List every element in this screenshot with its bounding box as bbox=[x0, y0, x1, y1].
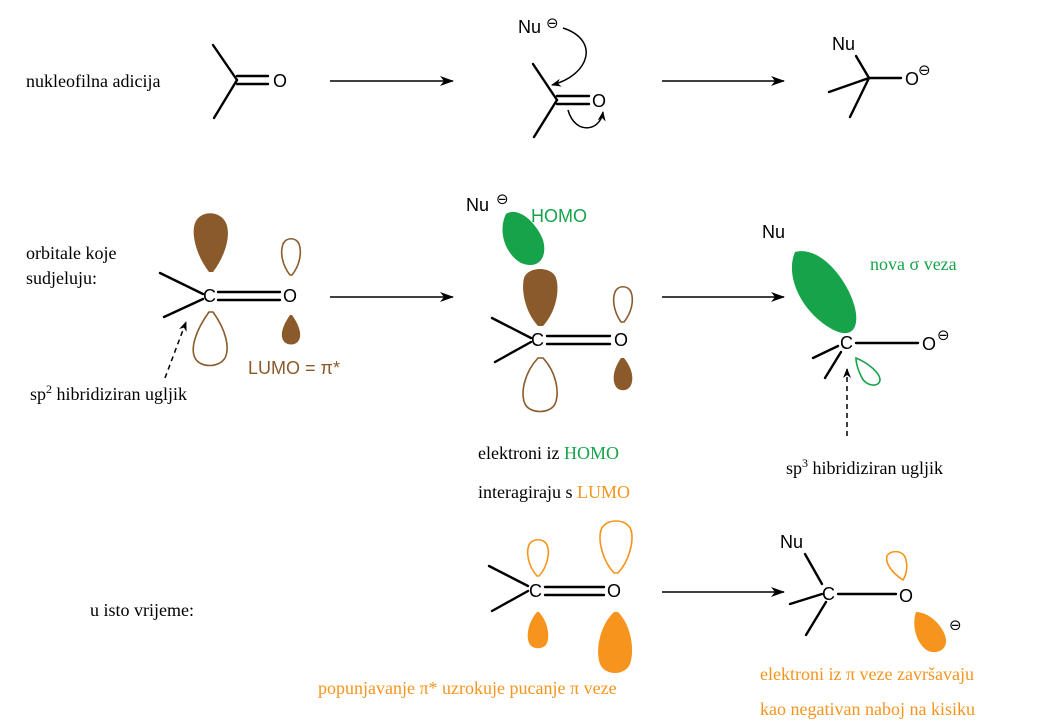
carbonyl-orbitals-left: C O bbox=[158, 213, 302, 367]
orbitals-label-line2: sudjeluju: bbox=[26, 268, 97, 288]
homo-lumo-interaction-structure: Nu ⊖ HOMO C O bbox=[466, 191, 634, 413]
homo-orbital bbox=[502, 211, 545, 266]
carbon-p-orbital-lower bbox=[192, 311, 228, 367]
carbon-p-orbital-lower bbox=[527, 612, 549, 649]
oxygen-p-orbital-upper bbox=[612, 285, 634, 323]
ketone-structure: O bbox=[211, 43, 287, 120]
carbon-p-orbital-upper bbox=[193, 213, 228, 272]
lumo-label: LUMO = π* bbox=[248, 358, 340, 378]
sp3-back-lobe bbox=[855, 356, 881, 386]
oxygen-atom: O bbox=[614, 330, 628, 350]
oxygen-atom: O bbox=[283, 286, 297, 306]
oxygen-atom: O bbox=[922, 334, 936, 354]
new-sigma-bond-label: nova σ veza bbox=[870, 254, 957, 274]
negative-charge: ⊖ bbox=[918, 62, 931, 79]
oxygen-p-orbital-lower bbox=[613, 358, 633, 391]
oxygen-p-orbital-lower bbox=[598, 612, 633, 673]
curly-arrow-bond-break bbox=[567, 109, 606, 129]
carbon-atom: C bbox=[531, 330, 544, 350]
nucleophile-label: Nu bbox=[780, 532, 803, 552]
carbon-atom: C bbox=[840, 333, 853, 353]
oxygen-atom: O bbox=[899, 586, 913, 606]
oxygen-atom: O bbox=[592, 91, 606, 111]
oxygen-upper-lobe bbox=[885, 550, 908, 582]
homo-label: HOMO bbox=[531, 206, 587, 226]
negative-charge: ⊖ bbox=[496, 191, 509, 208]
oxygen-atom: O bbox=[607, 581, 621, 601]
negative-charge: ⊖ bbox=[937, 327, 950, 344]
oxygen-p-orbital-lower bbox=[281, 315, 301, 345]
carbon-atom: C bbox=[203, 286, 216, 306]
new-sigma-orbital bbox=[791, 251, 857, 334]
filling-pi-caption: popunjavanje π* uzrokuje pucanje π veze bbox=[318, 678, 617, 698]
oxygen-charge-structure: Nu C O ⊖ bbox=[780, 532, 962, 653]
carbon-atom: C bbox=[529, 581, 542, 601]
same-time-label: u isto vrijeme: bbox=[90, 600, 194, 620]
oxygen-p-orbital-upper bbox=[280, 237, 302, 276]
interact-caption: interagiraju s LUMO bbox=[478, 482, 630, 502]
nucleophile-label: Nu bbox=[832, 34, 855, 54]
sp2-label: sp2 hibridiziran ugljik bbox=[30, 382, 187, 404]
oxygen-atom: O bbox=[273, 71, 287, 91]
sp3-label: sp3 hibridiziran ugljik bbox=[786, 456, 943, 478]
nucleophile-attack-structure: Nu ⊖ O bbox=[518, 15, 606, 139]
electrons-pi-caption-line1: elektroni iz π veze završavaju bbox=[760, 664, 974, 684]
negative-charge: ⊖ bbox=[546, 15, 559, 32]
alkoxide-product-structure: Nu O ⊖ bbox=[827, 34, 931, 119]
pi-bond-breaking-structure: C O bbox=[487, 520, 633, 673]
electrons-pi-caption-line2: kao negativan naboj na kisiku bbox=[760, 699, 975, 719]
carbon-atom: C bbox=[822, 584, 835, 604]
nucleophile-label: Nu bbox=[518, 17, 541, 37]
carbon-p-orbital-upper bbox=[523, 269, 558, 326]
electrons-homo-caption: elektroni iz HOMO bbox=[478, 443, 619, 463]
oxygen-p-orbital-upper bbox=[599, 520, 633, 574]
oxygen-lone-pair-lobe bbox=[914, 612, 947, 653]
carbon-p-orbital-lower bbox=[522, 357, 558, 413]
nucleophilic-addition-label: nukleofilna adicija bbox=[26, 71, 160, 91]
orbitals-label-line1: orbitale koje bbox=[26, 243, 116, 263]
sp2-pointer-arrow bbox=[164, 321, 187, 379]
curly-arrow-attack bbox=[551, 27, 587, 87]
nucleophile-label: Nu bbox=[762, 222, 785, 242]
carbon-p-orbital-upper bbox=[526, 538, 550, 577]
negative-charge: ⊖ bbox=[949, 617, 962, 634]
oxygen-atom: O bbox=[905, 69, 919, 89]
new-sigma-bond-structure: Nu nova σ veza C O ⊖ bbox=[762, 222, 957, 386]
nucleophile-label: Nu bbox=[466, 195, 489, 215]
